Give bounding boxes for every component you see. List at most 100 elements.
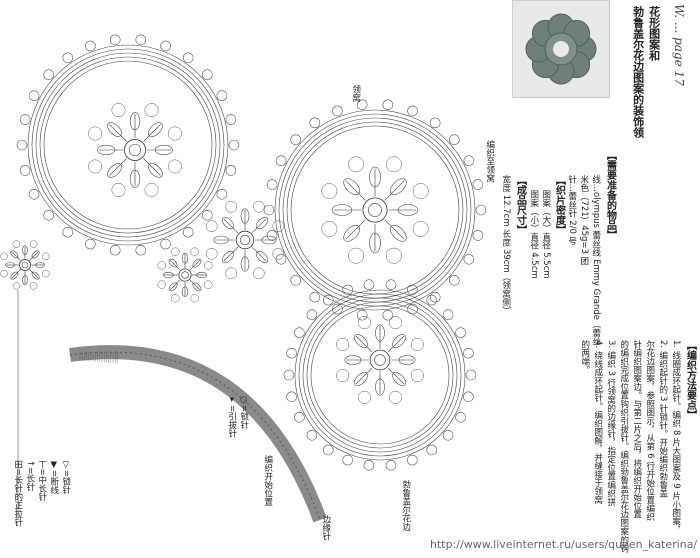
lace-ring	[306, 301, 454, 449]
picot	[363, 279, 375, 291]
title-line1: 花形图案和	[647, 6, 661, 61]
petal-line	[384, 180, 405, 201]
chain-loop	[205, 247, 218, 260]
petal	[392, 334, 406, 348]
petal	[389, 178, 407, 196]
chain-loop	[42, 252, 50, 261]
picot	[283, 369, 295, 381]
petal-line	[345, 219, 366, 240]
picot	[109, 34, 121, 46]
picot	[294, 327, 305, 339]
lace-ring	[282, 117, 468, 303]
motif-photo	[512, 0, 610, 98]
petal-line	[169, 279, 181, 291]
chain-loop	[12, 240, 21, 248]
picot	[356, 309, 368, 321]
petal	[331, 204, 353, 216]
size-heading: 【成品尺寸】	[514, 175, 526, 235]
petal-line	[355, 335, 373, 353]
petal	[181, 286, 189, 298]
petal	[192, 258, 202, 268]
petal	[168, 258, 178, 268]
picot	[43, 210, 55, 221]
petal-line	[223, 218, 239, 234]
chain-loop	[12, 282, 21, 290]
picot	[266, 179, 278, 190]
chain-loop	[111, 182, 126, 197]
lace-ring	[35, 52, 221, 238]
petal	[343, 178, 361, 196]
petal	[97, 144, 116, 156]
picot	[225, 114, 237, 125]
picot	[263, 204, 275, 216]
chain-loop	[157, 280, 166, 289]
gauge-heading: 【织片密度】	[553, 175, 565, 235]
petal	[10, 250, 19, 259]
neck-band	[17, 290, 327, 523]
picot	[332, 105, 343, 117]
materials-line: 线…olympus 蕾丝线 Emmy Grande（蕾丝	[590, 175, 601, 346]
chain-loop	[412, 183, 429, 200]
picot	[216, 90, 228, 101]
chain-loop	[204, 261, 213, 270]
petal-line	[387, 335, 405, 353]
motif-center	[235, 230, 255, 250]
method-line: 4. 绕线成环起针。编织图解，并缝接于领窝	[592, 340, 603, 504]
picot	[472, 230, 484, 241]
chain-loop	[412, 220, 429, 237]
lace-ring	[294, 289, 466, 461]
picot	[266, 230, 278, 241]
neckline-label: 领窝	[350, 85, 361, 102]
page-number: W. ... page 17	[672, 4, 686, 86]
picot	[309, 291, 321, 303]
petal-line	[169, 259, 181, 271]
motif-center	[124, 139, 146, 161]
petal	[196, 271, 208, 279]
petal	[31, 250, 40, 259]
lace-ring	[278, 113, 472, 307]
method-line: 1. 线圈成环起针。编织 8 片大图案及 9 片小图案，	[670, 340, 681, 534]
petal-line	[355, 367, 373, 385]
side-label: 编织至领窝	[484, 140, 495, 183]
petal	[375, 324, 385, 342]
picot	[342, 454, 354, 466]
picot	[62, 52, 74, 64]
chain-loop	[42, 269, 50, 278]
petal-line	[29, 269, 39, 279]
picot	[306, 309, 318, 321]
petal	[148, 163, 163, 178]
picot	[448, 274, 460, 286]
picot	[463, 391, 474, 403]
petal	[192, 282, 202, 292]
motif-center	[239, 234, 251, 246]
materials-line: 米色（721）45g=3 团	[578, 175, 589, 266]
picot	[385, 279, 397, 291]
picot	[160, 40, 171, 52]
chain-loop	[111, 103, 126, 118]
petal-line	[387, 367, 405, 385]
picot	[275, 155, 287, 166]
petal	[162, 271, 174, 279]
picot	[290, 134, 302, 145]
petal	[389, 224, 407, 242]
picot	[62, 226, 74, 238]
chain-loop	[252, 267, 265, 280]
picot	[472, 179, 484, 190]
chain-loop	[336, 337, 350, 352]
lace-ring	[43, 60, 213, 230]
picot	[426, 444, 438, 456]
picot	[332, 303, 343, 315]
picot	[160, 238, 171, 250]
motif-center	[369, 349, 391, 371]
chain-loop	[29, 282, 38, 290]
petal	[392, 372, 406, 386]
picot	[442, 429, 454, 441]
picot	[455, 327, 466, 339]
picot	[28, 90, 40, 101]
chain-loop	[385, 247, 402, 264]
motif-group	[0, 34, 487, 471]
chain-loop	[144, 182, 159, 197]
legend-item: ▼=断线	[48, 460, 59, 495]
motif-center	[362, 197, 388, 223]
